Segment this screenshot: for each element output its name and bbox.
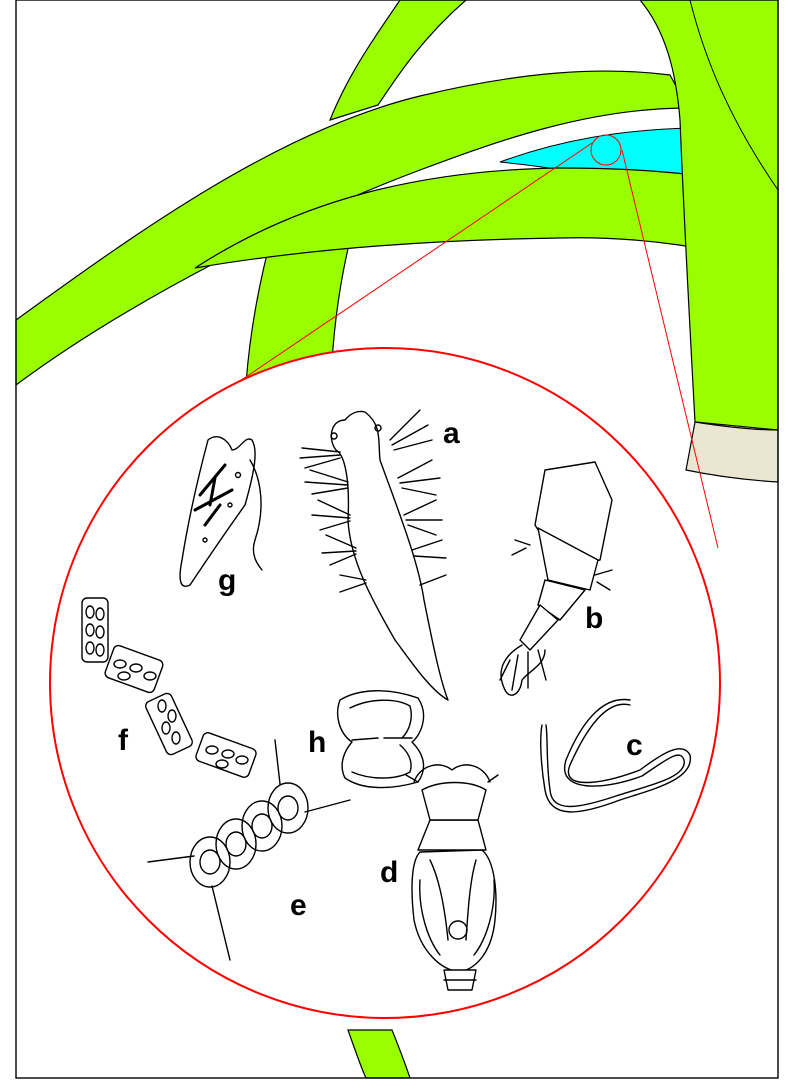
- label-d: d: [380, 856, 398, 889]
- label-b: b: [585, 602, 603, 635]
- organism-h-diatom: [338, 691, 424, 788]
- label-a: a: [443, 417, 460, 450]
- label-e: e: [290, 889, 307, 922]
- leaf-bottom: [348, 1030, 410, 1078]
- label-c: c: [626, 729, 643, 762]
- label-g: g: [218, 564, 236, 597]
- label-h: h: [308, 726, 326, 759]
- label-f: f: [118, 724, 129, 757]
